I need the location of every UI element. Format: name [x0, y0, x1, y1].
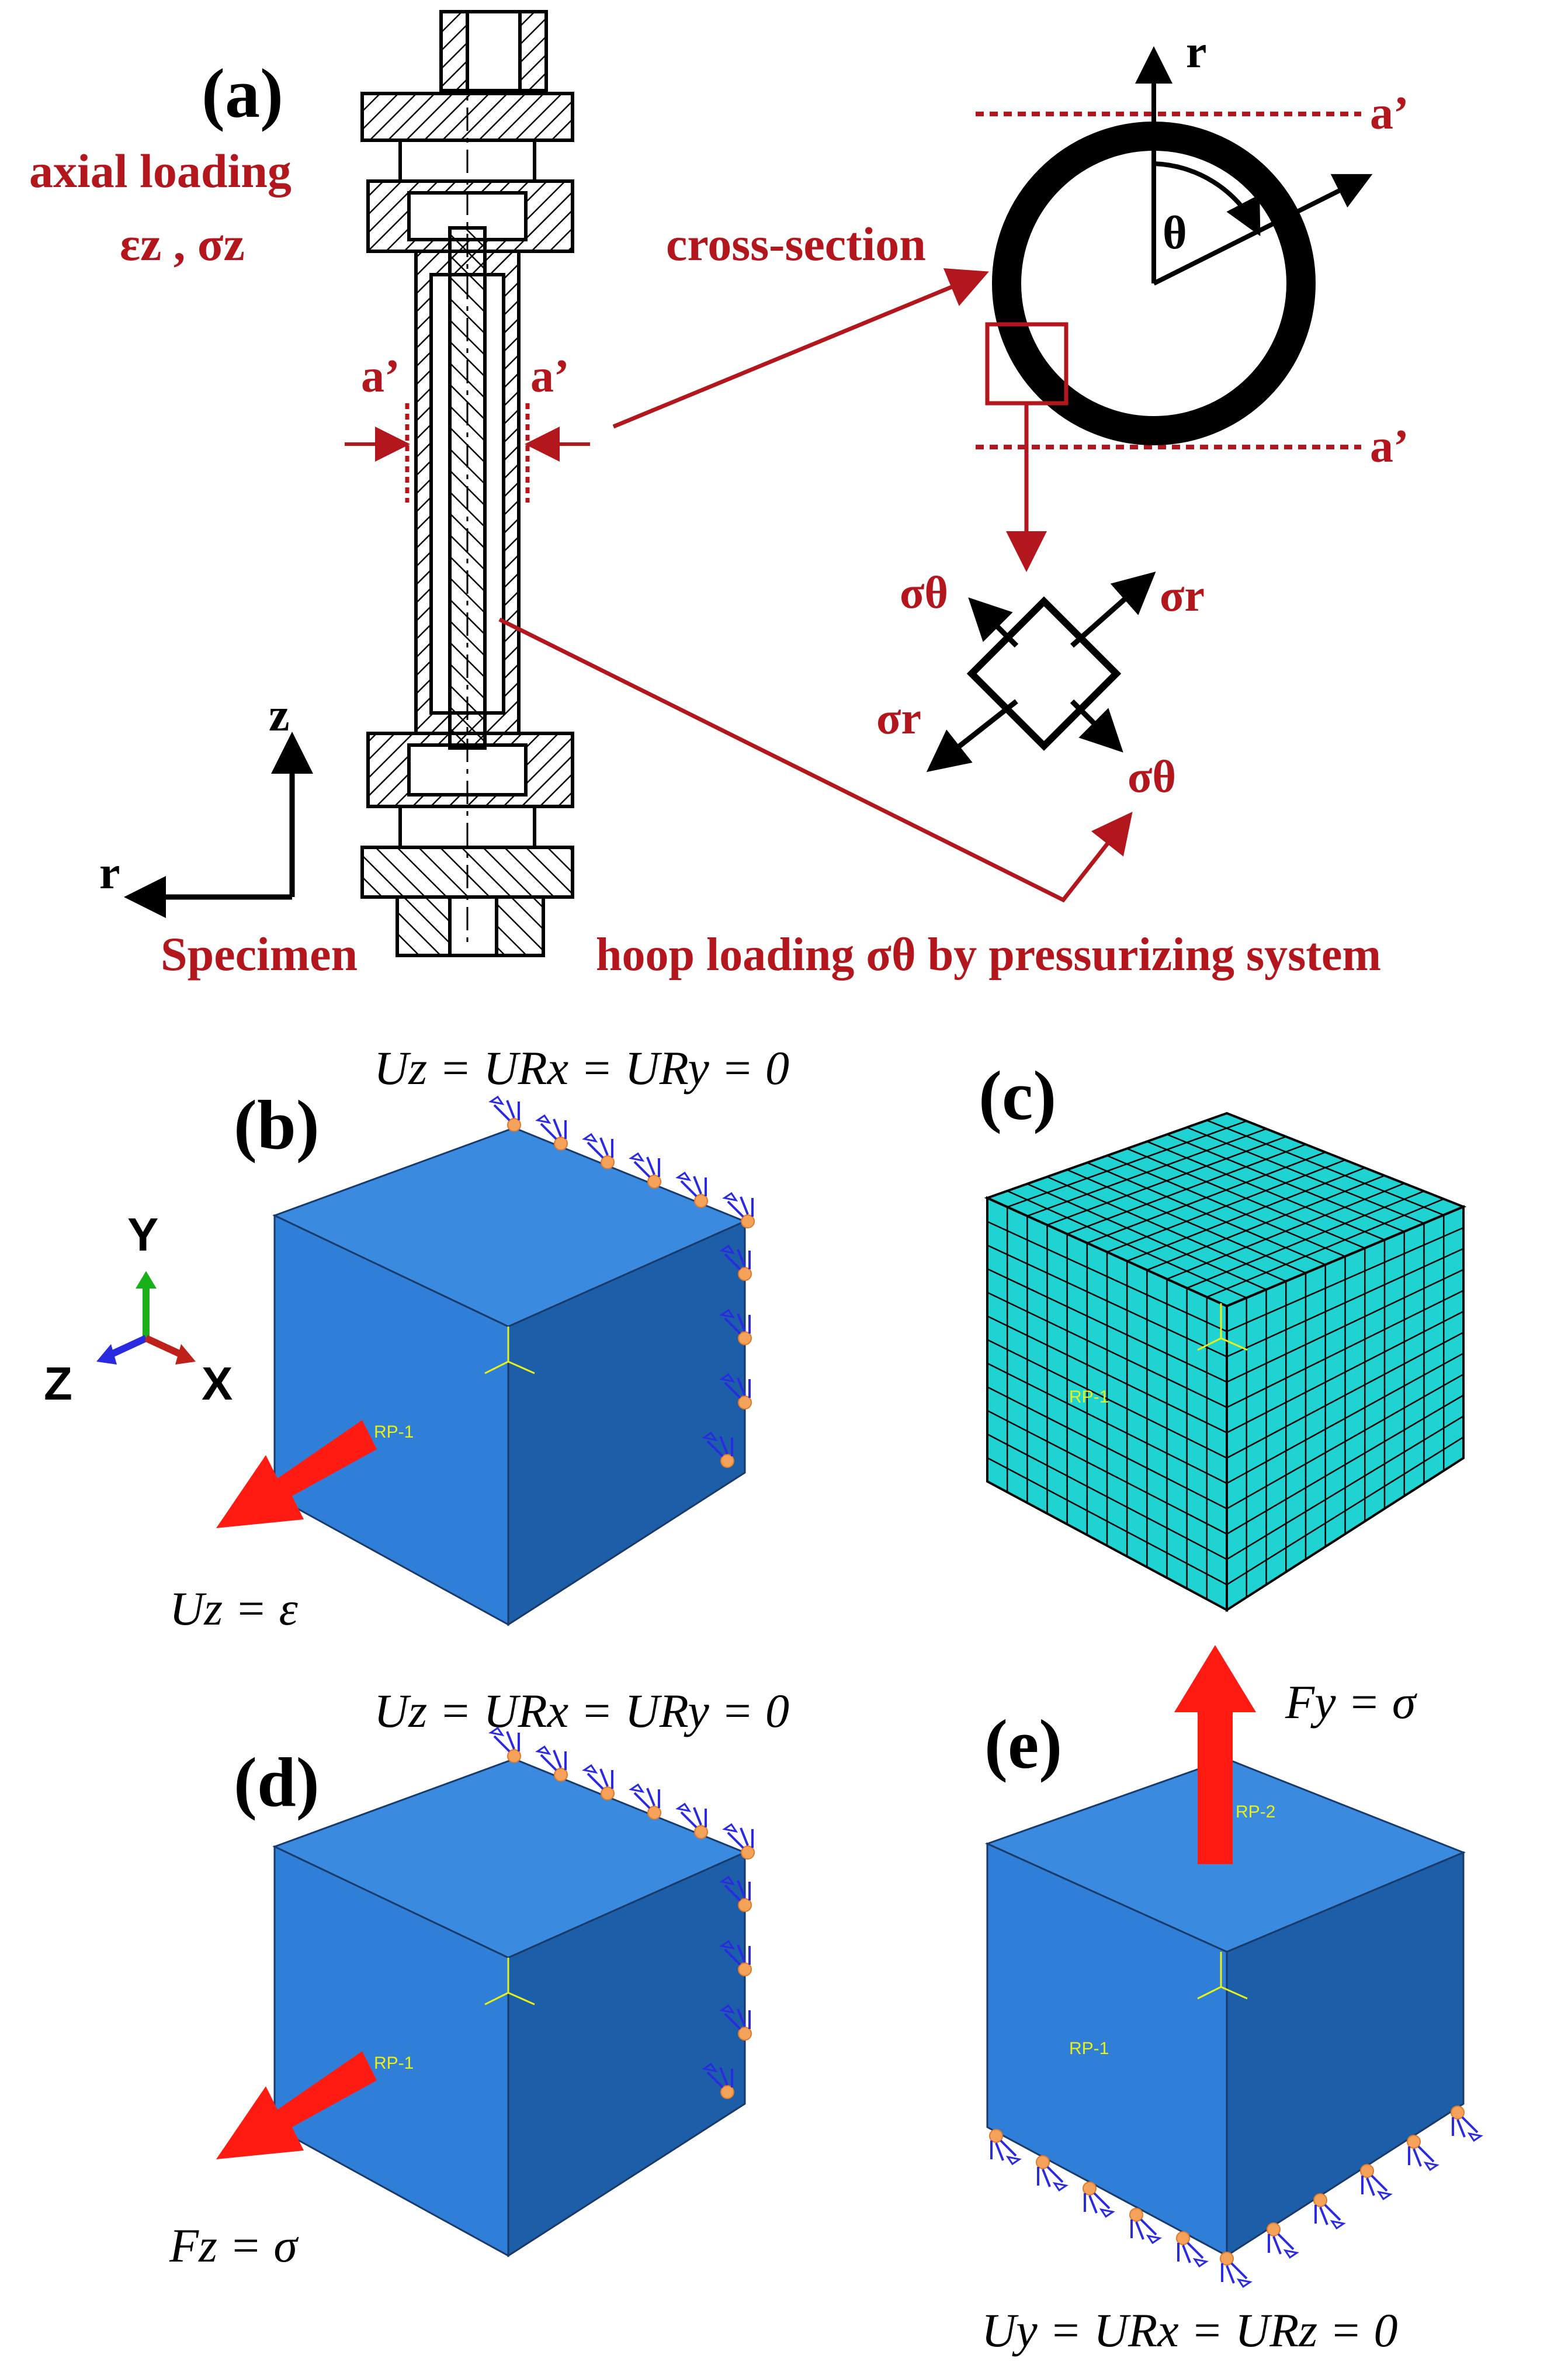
panel-e-load-equation: Fy = σ [1285, 1675, 1418, 1729]
panel-e-bc-equation: Uy = URx = URz = 0 [981, 2304, 1398, 2357]
panel-e-load-arrow [1174, 1645, 1256, 1864]
section-marker: a’ a’ [345, 351, 590, 503]
panel-d-rp-label: RP-1 [374, 2054, 414, 2073]
panel-e-rp2-label: RP-2 [1236, 1802, 1275, 1822]
panel-b-rp-label: RP-1 [374, 1422, 414, 1442]
panel-d: (d) Uz = URx = URy = 0 RP-1 Fz = σ [169, 1684, 789, 2272]
panel-b-load-arrow [216, 1420, 377, 1528]
panel-d-bc-equation: Uz = URx = URy = 0 [374, 1684, 789, 1737]
panel-e-label: (e) [984, 1705, 1062, 1783]
panel-b: (b) Uz = URx = URy = 0 RP-1 Uz = ε [169, 1041, 789, 1635]
r-label: r [1186, 26, 1207, 78]
panel-e: (e) Fy = σ RP-2 RP-1 Uy = URx = URz = 0 [981, 1645, 1482, 2357]
hoop-loading-arrow [498, 617, 1133, 903]
cross-section-label: cross-section [666, 217, 926, 271]
cross-section-arrow [612, 268, 989, 429]
a-prime-left: a’ [361, 351, 400, 402]
panel-d-label: (d) [234, 1743, 320, 1821]
a-prime-top: a’ [1370, 88, 1409, 139]
triad-z-label: Z [44, 1358, 72, 1410]
panel-c-label: (c) [979, 1057, 1056, 1134]
panel-d-local-axes [484, 1958, 535, 2006]
z-axis-label: z [269, 690, 290, 741]
panel-d-load-arrow [216, 2051, 377, 2159]
panel-c-mesh-cube [984, 1111, 1467, 1612]
r-axis-label: r [99, 847, 120, 899]
panel-d-load-equation: Fz = σ [169, 2219, 299, 2272]
panel-c-local-axes [1197, 1303, 1248, 1351]
theta-label: θ [1163, 207, 1187, 259]
panel-c: (c) RP-1 [979, 1057, 1467, 1612]
panel-b-label: (b) [234, 1086, 320, 1164]
zr-axes: z r [99, 690, 313, 918]
axial-strain-stress-label: εz , σz [120, 217, 245, 271]
stress-element: σθ σr σr σθ [876, 567, 1205, 802]
global-triad: Y Z X [44, 1208, 233, 1410]
axial-loading-label: axial loading [29, 144, 292, 198]
panel-b-load-equation: Uz = ε [169, 1582, 298, 1635]
cross-section-view: a’ a’ r θ [976, 26, 1409, 572]
sigma-r-left: σr [876, 692, 921, 743]
specimen-label: Specimen [161, 927, 358, 981]
sigma-theta-top: σθ [900, 567, 948, 618]
triad-x-label: X [202, 1358, 233, 1410]
triad-y-label: Y [127, 1208, 158, 1261]
a-prime-bottom: a’ [1370, 421, 1409, 472]
hoop-loading-label: hoop loading σθ by pressurizing system [596, 929, 1381, 981]
panel-e-rp1-label: RP-1 [1069, 2039, 1109, 2058]
sigma-r-right: σr [1160, 570, 1205, 621]
panel-d-cube [272, 1758, 747, 2257]
sigma-theta-bottom: σθ [1128, 751, 1176, 802]
panel-e-local-axes [1197, 1952, 1248, 2000]
panel-a: (a) axial loading εz , σz [29, 10, 1409, 981]
a-prime-right: a’ [530, 351, 570, 402]
panel-c-rp-label: RP-1 [1069, 1387, 1109, 1407]
panel-b-cube [272, 1127, 747, 1626]
panel-b-bc-equation: Uz = URx = URy = 0 [374, 1041, 789, 1095]
panel-b-local-axes [484, 1327, 535, 1374]
panel-a-label: (a) [202, 54, 283, 132]
